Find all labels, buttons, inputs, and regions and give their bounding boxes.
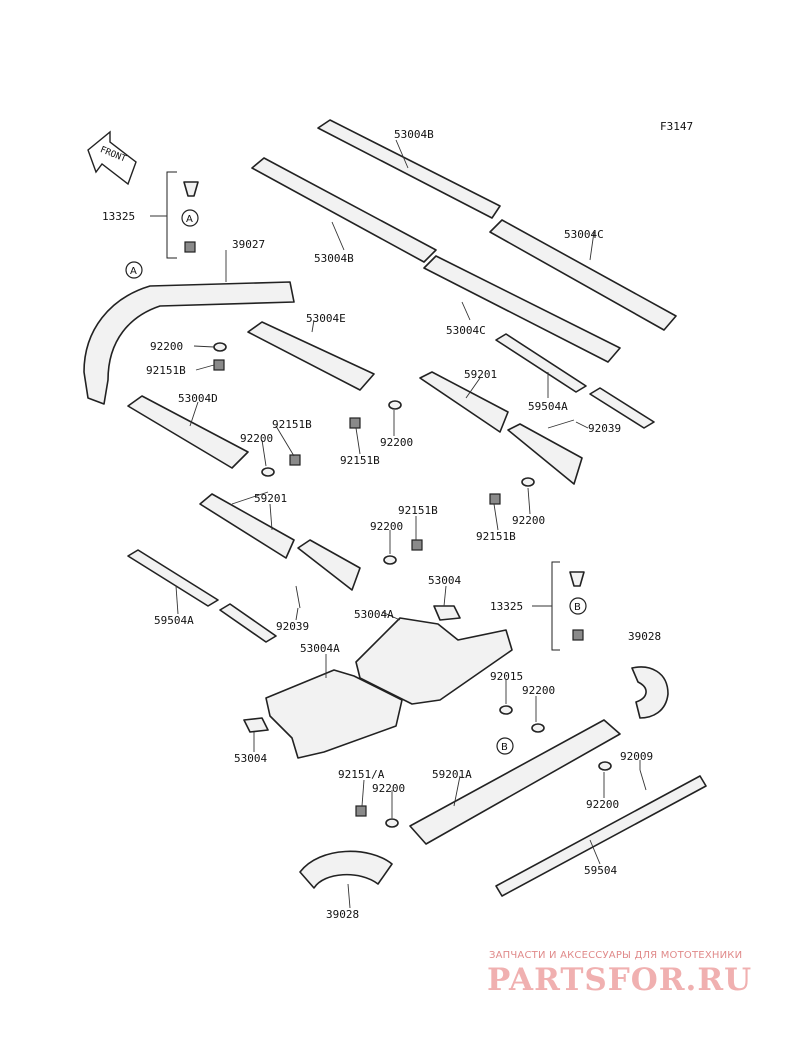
label-53004e: 53004E	[306, 312, 346, 325]
washer-92200-c	[261, 467, 275, 477]
guard-39028-right	[631, 666, 669, 719]
label-59504: 59504	[584, 864, 617, 877]
label-53004-top: 53004	[428, 574, 461, 587]
mat-53004c-mid	[423, 255, 621, 363]
label-53004b-bottom: 53004B	[314, 252, 354, 265]
label-92200-a: 92200	[150, 340, 183, 353]
strip-59504a-left	[127, 549, 219, 607]
washer-92015	[499, 705, 513, 715]
label-92151b-a: 92151B	[146, 364, 186, 377]
label-53004a-bottom: 53004A	[300, 642, 340, 655]
label-92151b-d: 92151B	[476, 530, 516, 543]
guard-39027: A	[83, 261, 295, 405]
label-92200-g: 92200	[372, 782, 405, 795]
label-59504a-right: 59504A	[528, 400, 568, 413]
grommet-set-13325-right: B	[532, 561, 587, 651]
mat-53004b-top	[317, 119, 501, 219]
bolt-92151b-b	[349, 417, 361, 429]
label-92009: 92009	[620, 750, 653, 763]
washer-92200-e	[383, 555, 397, 565]
rail-59201-left-b	[297, 539, 361, 591]
label-39028-right: 39028	[628, 630, 661, 643]
mat-53004a-bottom	[265, 669, 403, 759]
figure-code: F3147	[660, 120, 693, 133]
label-92039-left: 92039	[276, 620, 309, 633]
label-92039-right: 92039	[588, 422, 621, 435]
front-arrow-icon: FRONT	[87, 130, 137, 186]
rail-59201-left	[199, 493, 295, 559]
washer-92200-g	[385, 818, 399, 828]
washer-92200-d	[521, 477, 535, 487]
label-92200-e: 92200	[370, 520, 403, 533]
rail-59201a: B	[409, 719, 621, 845]
strip-59504	[495, 775, 707, 897]
label-53004a-top: 53004A	[354, 608, 394, 621]
grommet-set-13325-top: A	[150, 171, 199, 259]
watermark-logo: PARTSFOR.RU	[487, 962, 753, 998]
label-92151a: 92151/A	[338, 768, 385, 781]
label-53004d: 53004D	[178, 392, 218, 405]
label-53004-bottom: 53004	[234, 752, 267, 765]
mat-53004b-bottom	[251, 157, 437, 263]
label-59201-right: 59201	[464, 368, 497, 381]
ref-mark-a-guard: A	[130, 266, 137, 277]
pin-92039-left	[295, 585, 301, 609]
ref-mark-b-rail: B	[501, 742, 508, 753]
label-59504a-left: 59504A	[154, 614, 194, 627]
guard-39028-bottom	[299, 850, 393, 889]
bolt-92151b-c	[289, 454, 301, 466]
label-59201a: 59201A	[432, 768, 472, 781]
callout-labels: 53004B 53004B 53004C 53004C 53004E 53004…	[102, 128, 661, 921]
label-59201-left: 59201	[254, 492, 287, 505]
label-92200-d: 92200	[512, 514, 545, 527]
mat-53004a-top	[355, 617, 513, 705]
rail-59201-right-b	[507, 423, 583, 485]
bolt-92151b-e	[411, 539, 423, 551]
mat-53004e	[247, 321, 375, 391]
label-92151b-c: 92151B	[272, 418, 312, 431]
label-92200-h: 92200	[586, 798, 619, 811]
label-92200-f: 92200	[522, 684, 555, 697]
ref-mark-b-right: B	[574, 602, 581, 613]
label-39027: 39027	[232, 238, 265, 251]
label-92151b-e: 92151B	[398, 504, 438, 517]
pin-92009	[639, 769, 647, 791]
label-53004c-mid: 53004C	[446, 324, 486, 337]
label-92015: 92015	[490, 670, 523, 683]
rail-59201-right	[419, 371, 509, 433]
strip-59504a-left-b	[219, 603, 277, 643]
pad-53004-top	[433, 605, 461, 621]
label-92200-c: 92200	[240, 432, 273, 445]
washer-92200-a	[213, 342, 227, 352]
mat-53004c-right	[489, 219, 677, 331]
pin-92039-right	[547, 419, 575, 429]
leader-lines	[175, 139, 641, 909]
watermark-caption: ЗАПЧАСТИ И АКСЕССУАРЫ ДЛЯ МОТОТЕХНИКИ	[489, 950, 743, 961]
washer-92200-f	[531, 723, 545, 733]
ref-mark-a-top: A	[186, 214, 193, 225]
label-39028-bottom: 39028	[326, 908, 359, 921]
bolt-92151a	[355, 805, 367, 817]
label-92151b-b: 92151B	[340, 454, 380, 467]
label-92200-b: 92200	[380, 436, 413, 449]
mat-53004d	[127, 395, 249, 469]
bolt-92151b-a	[213, 359, 225, 371]
washer-92200-h	[598, 761, 612, 771]
label-13325-top: 13325	[102, 210, 135, 223]
strip-59504a-right-b	[589, 387, 655, 429]
bolt-92151b-d	[489, 493, 501, 505]
label-13325-right: 13325	[490, 600, 523, 613]
washer-92200-b	[388, 400, 402, 410]
label-53004b-top: 53004B	[394, 128, 434, 141]
strip-59504a-right	[495, 333, 587, 393]
label-53004c-right: 53004C	[564, 228, 604, 241]
pad-53004-bottom	[243, 717, 269, 733]
